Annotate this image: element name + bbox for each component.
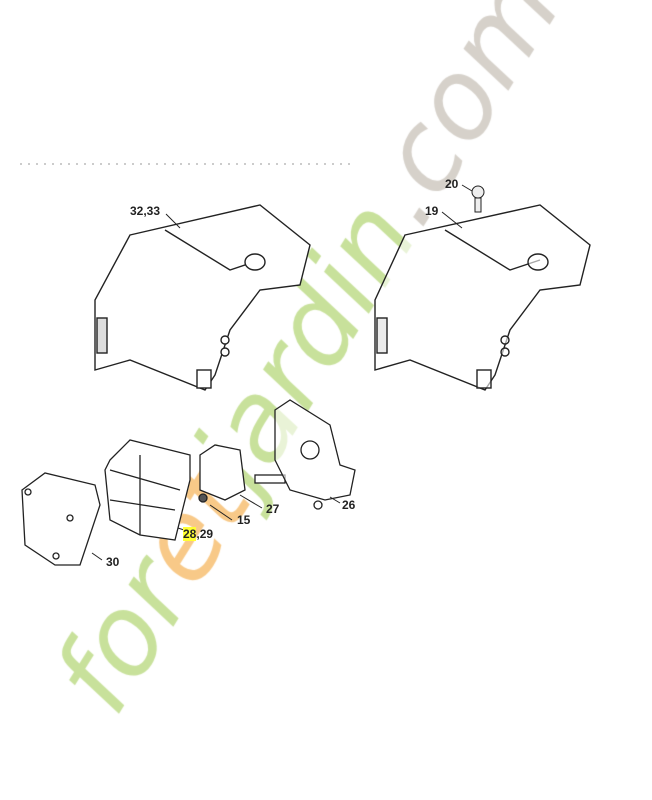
carburetor-housing-26 xyxy=(274,399,356,510)
air-filter-28-29 xyxy=(104,439,191,541)
callout-27: 27 xyxy=(266,502,280,516)
filter-holder-27 xyxy=(198,444,286,503)
callout-26: 26 xyxy=(342,498,356,512)
callout-30: 30 xyxy=(106,555,120,569)
callout-19: 19 xyxy=(425,204,439,218)
callout-15: 15 xyxy=(237,513,251,527)
callout-29: ,29 xyxy=(196,527,214,541)
air-filter-cover-30 xyxy=(21,472,101,566)
callout-20: 20 xyxy=(445,177,459,191)
cover-left xyxy=(94,204,311,391)
cover-right xyxy=(374,204,591,391)
callout-28-29: 28,29 xyxy=(183,527,213,541)
callout-32-33: 32,33 xyxy=(130,204,161,218)
screw-20 xyxy=(461,184,485,213)
callout-28-highlighted: 28 xyxy=(183,527,197,541)
